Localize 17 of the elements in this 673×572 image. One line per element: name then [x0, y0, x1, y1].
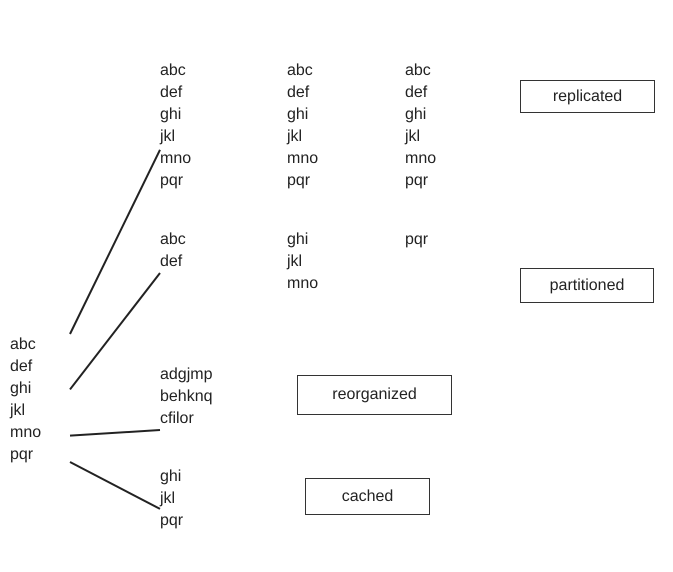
text-column: abc def ghi jkl mno pqr	[287, 60, 318, 192]
label-box: reorganized	[297, 375, 452, 415]
text-column: abc def ghi jkl mno pqr	[405, 60, 436, 192]
label-box: partitioned	[520, 268, 654, 303]
label-box: replicated	[520, 80, 655, 113]
text-column: adgjmp behknq cfilor	[160, 364, 212, 430]
connector-line	[69, 272, 161, 390]
text-column: abc def ghi jkl mno pqr	[160, 60, 192, 192]
text-column: abc def	[160, 229, 186, 273]
connector-line	[70, 461, 160, 510]
connector-line	[70, 429, 160, 437]
connector-line	[69, 149, 161, 334]
label-box: cached	[305, 478, 430, 515]
text-column: ghi jkl pqr	[160, 466, 184, 532]
text-column: abc def ghi jkl mno pqr	[10, 334, 42, 466]
text-column: pqr	[405, 229, 428, 251]
text-column: ghi jkl mno	[287, 229, 318, 295]
